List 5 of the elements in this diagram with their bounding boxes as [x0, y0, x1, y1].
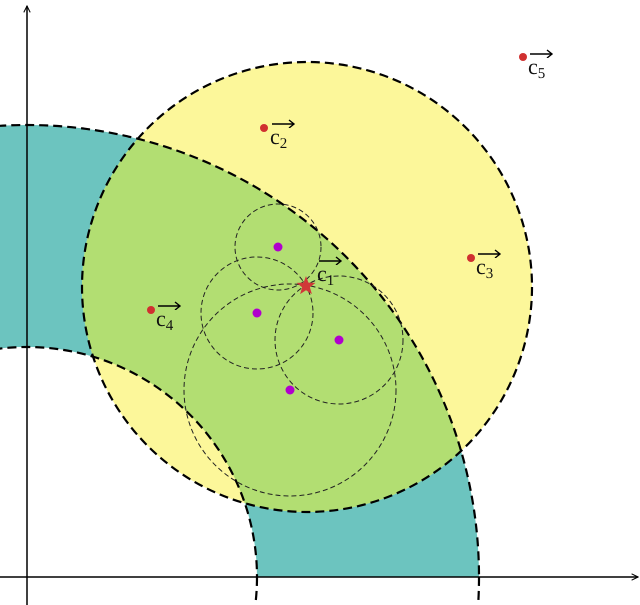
vector-label: c$_{5}$: [528, 48, 546, 85]
vector-label: c$_{3}$: [476, 248, 494, 285]
vector-label: c$_{1}$: [317, 255, 334, 292]
vector-label: c$_{4}$: [156, 300, 174, 337]
vector-label: c$_{2}$: [270, 118, 288, 155]
